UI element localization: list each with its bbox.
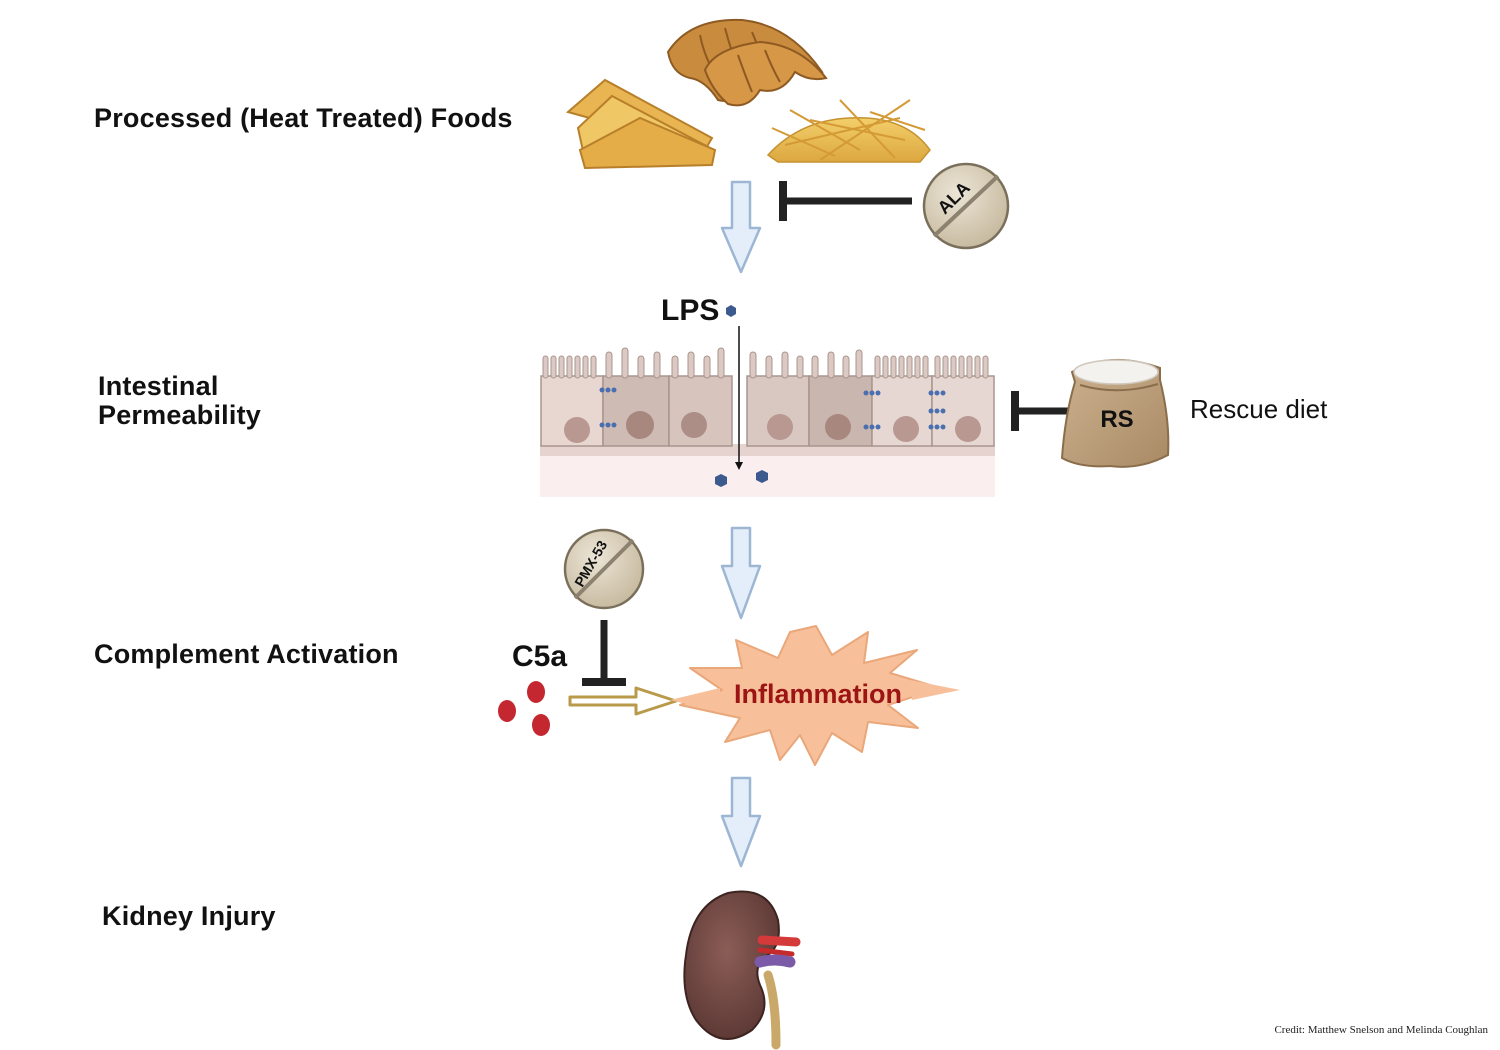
rs-label: RS (1100, 406, 1133, 433)
lps-label: LPS (661, 294, 719, 327)
ala-pill-icon: ALA (922, 162, 1010, 250)
ala-inhibitor-line (779, 181, 912, 221)
lps-molecule-marker (726, 305, 736, 317)
inflammation-burst: Inflammation (670, 625, 960, 766)
arrow-c5a-to-inflammation (568, 686, 678, 716)
rescue-diet-label: Rescue diet (1190, 394, 1328, 424)
stage-label-intestinal: Intestinal (98, 371, 219, 401)
arrow-intestine-to-inflammation (720, 526, 762, 620)
croissant-icon (666, 18, 828, 107)
fries-icon (766, 99, 931, 163)
arrow-inflammation-to-kidney (720, 776, 762, 868)
pmx-inhibitor-line (582, 620, 626, 686)
arrow-foods-to-lps (720, 180, 762, 274)
kidney-icon (683, 890, 801, 1050)
credit-text: Credit: Matthew Snelson and Melinda Coug… (1274, 1024, 1488, 1036)
inflammation-label: Inflammation (734, 679, 902, 709)
toast-icon (565, 78, 717, 170)
rs-sack-icon: RS (1060, 359, 1170, 468)
c5a-label: C5a (512, 640, 567, 673)
pmx-pill-icon: PMX-53 (563, 528, 645, 610)
stage-label-processed-foods: Processed (Heat Treated) Foods (94, 103, 513, 133)
rs-inhibitor-line (1011, 391, 1068, 431)
stage-label-kidney-injury: Kidney Injury (102, 901, 276, 931)
stage-label-permeability: Permeability (98, 400, 261, 430)
c5a-molecules (498, 681, 550, 736)
intestinal-epithelium (540, 326, 995, 497)
stage-label-complement-activation: Complement Activation (94, 639, 399, 669)
